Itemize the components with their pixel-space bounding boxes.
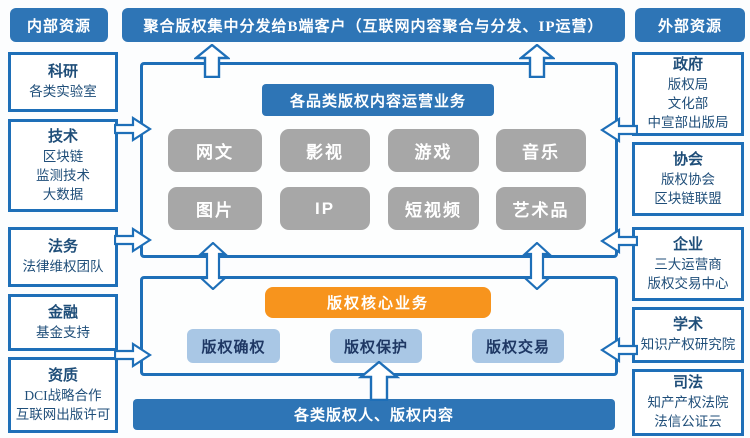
box-government-line: 文化部 <box>667 96 709 111</box>
box-technology: 技术 区块链 监测技术 大数据 <box>8 119 118 212</box>
top-banner: 聚合版权集中分发给B端客户（互联网内容聚合与分发、IP运营） <box>122 8 625 42</box>
category-label: 游戏 <box>414 143 453 162</box>
category-label: IP <box>314 198 336 218</box>
box-government-title: 政府 <box>672 57 703 73</box>
core-item-trading: 版权交易 <box>472 329 564 363</box>
category-chip-ip: IP <box>280 187 370 230</box>
external-resources-label: 外部资源 <box>657 18 722 35</box>
left-arrow-icon <box>600 116 638 144</box>
bottom-banner: 各类版权人、版权内容 <box>133 399 615 430</box>
box-finance-line: 基金支持 <box>36 324 90 340</box>
category-chip-music: 音乐 <box>496 129 586 172</box>
core-item-label: 版权保护 <box>343 339 408 356</box>
box-technology-line: 大数据 <box>42 186 84 202</box>
box-qualification: 资质 DCI战略合作 互联网出版许可 <box>8 357 118 433</box>
content-operations-header: 各品类版权内容运营业务 <box>262 84 494 116</box>
box-association-title: 协会 <box>672 151 703 168</box>
category-chip-game: 游戏 <box>388 129 479 172</box>
left-arrow-icon <box>600 227 638 255</box>
box-qualification-title: 资质 <box>47 367 78 384</box>
box-technology-title: 技术 <box>47 128 78 145</box>
box-academic: 学术 知识产权研究院 <box>632 307 744 363</box>
box-qualification-line: DCI战略合作 <box>24 387 102 403</box>
double-vertical-arrow-icon <box>198 242 228 290</box>
category-label: 音乐 <box>522 143 560 162</box>
box-technology-line: 区块链 <box>42 148 84 164</box>
core-business-header: 版权核心业务 <box>265 287 491 318</box>
category-label: 影视 <box>306 143 344 162</box>
category-chip-film: 影视 <box>280 129 370 172</box>
box-judicial: 司法 知产产权法院 法信公证云 <box>632 369 744 436</box>
box-enterprise-line: 版权交易中心 <box>647 275 729 291</box>
box-association-line: 区块链联盟 <box>654 190 722 206</box>
category-chip-webnovel: 网文 <box>168 129 262 172</box>
box-legal: 法务 法律维权团队 <box>8 227 118 287</box>
up-arrow-icon <box>519 44 555 78</box>
box-academic-title: 学术 <box>672 317 703 333</box>
right-arrow-icon <box>114 341 152 369</box>
box-association: 协会 版权协会 区块链联盟 <box>632 142 744 216</box>
box-enterprise: 企业 三大运营商 版权交易中心 <box>632 227 744 301</box>
box-research-line: 各类实验室 <box>29 84 97 99</box>
box-government: 政府 版权局 文化部 中宣部出版局 <box>632 52 744 136</box>
internal-resources-label: 内部资源 <box>26 18 91 35</box>
core-item-protection: 版权保护 <box>330 329 422 363</box>
box-legal-title: 法务 <box>47 239 78 255</box>
box-enterprise-line: 三大运营商 <box>654 256 722 272</box>
category-label: 图片 <box>196 201 234 220</box>
box-technology-line: 监测技术 <box>36 167 90 183</box>
box-finance-title: 金融 <box>47 304 78 321</box>
right-arrow-icon <box>114 115 152 143</box>
box-judicial-line: 知产产权法院 <box>647 395 729 410</box>
box-legal-line: 法律维权团队 <box>22 259 104 274</box>
box-research-title: 科研 <box>47 64 78 80</box>
box-judicial-title: 司法 <box>672 375 703 391</box>
box-finance: 金融 基金支持 <box>8 294 118 351</box>
core-item-confirmation: 版权确权 <box>187 329 280 363</box>
box-qualification-line: 互联网出版许可 <box>15 406 111 422</box>
category-chip-image: 图片 <box>168 187 262 230</box>
box-enterprise-title: 企业 <box>672 236 703 253</box>
top-banner-label: 聚合版权集中分发给B端客户（互联网内容聚合与分发、IP运营） <box>143 18 604 35</box>
double-vertical-arrow-icon <box>522 242 552 290</box>
category-chip-artwork: 艺术品 <box>496 187 586 230</box>
up-arrow-icon <box>358 361 400 401</box>
box-academic-line: 知识产权研究院 <box>640 337 736 352</box>
category-label: 艺术品 <box>512 201 570 220</box>
box-government-line: 版权局 <box>667 77 709 92</box>
core-item-label: 版权交易 <box>485 339 550 356</box>
bottom-banner-label: 各类版权人、版权内容 <box>293 408 454 424</box>
content-operations-label: 各品类版权内容运营业务 <box>289 93 466 110</box>
category-chip-shortvideo: 短视频 <box>388 187 479 230</box>
internal-resources-header: 内部资源 <box>10 8 108 42</box>
box-judicial-line: 法信公证云 <box>654 414 722 429</box>
box-government-line: 中宣部出版局 <box>647 115 729 130</box>
core-business-label: 版权核心业务 <box>326 296 429 312</box>
box-research: 科研 各类实验室 <box>8 52 118 112</box>
category-label: 网文 <box>196 143 234 162</box>
category-label: 短视频 <box>405 201 462 220</box>
box-association-line: 版权协会 <box>661 171 715 187</box>
left-arrow-icon <box>600 336 638 364</box>
core-item-label: 版权确权 <box>201 339 266 356</box>
right-arrow-icon <box>114 226 152 254</box>
up-arrow-icon <box>194 44 230 78</box>
external-resources-header: 外部资源 <box>635 8 745 42</box>
